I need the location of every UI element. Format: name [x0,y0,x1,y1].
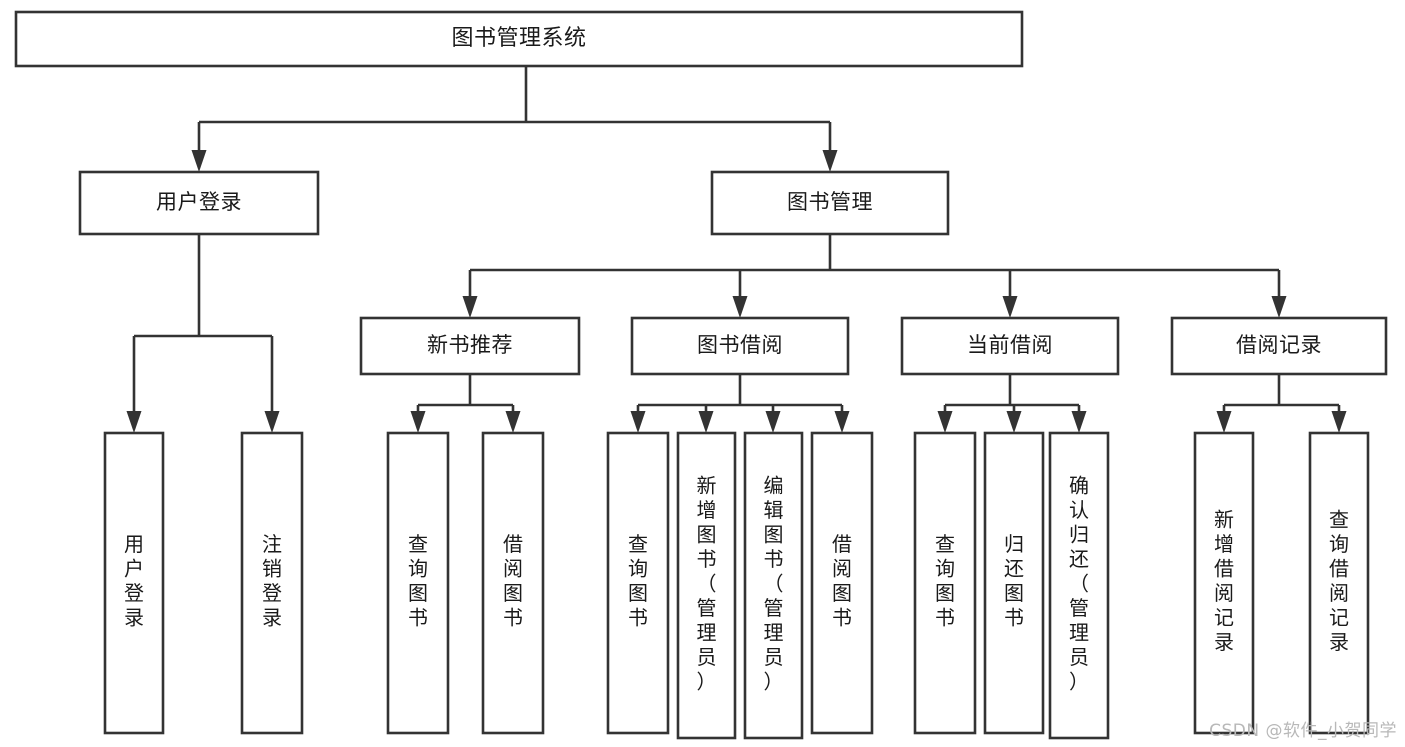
arrow-head-icon [630,411,646,433]
node-book-borrow[interactable]: 图书借阅 [630,316,850,376]
node-current-borrow[interactable]: 当前借阅 [900,316,1120,376]
arrow-head-icon [834,411,850,433]
node-box [710,170,950,236]
node-leaf-query-book-3[interactable]: 查询图书 [913,431,977,735]
node-box [240,431,304,735]
node-user-login[interactable]: 用户登录 [78,170,320,236]
node-leaf-query-borrow-record[interactable]: 查询借阅记录 [1308,431,1370,735]
node-layer: 图书管理系统用户登录图书管理新书推荐图书借阅当前借阅借阅记录用户登录注销登录查询… [14,10,1388,740]
node-box [913,431,977,735]
node-book-manage[interactable]: 图书管理 [710,170,950,236]
node-leaf-user-logout[interactable]: 注销登录 [240,431,304,735]
node-label: 查询图书 [408,532,428,630]
node-label: 借阅记录 [1236,333,1322,357]
arrow-head-icon [937,411,953,433]
arrow-head-icon [126,411,142,433]
node-box [810,431,874,735]
node-label: 编辑图书（管理员） [764,473,784,693]
node-box [386,431,450,735]
node-new-book-recommend[interactable]: 新书推荐 [359,316,581,376]
arrow-head-icon [1002,296,1018,318]
arrow-head-icon [822,150,838,172]
node-leaf-add-book-admin[interactable]: 新增图书（管理员） [676,431,737,740]
node-box [1170,316,1388,376]
arrow-head-icon [410,411,426,433]
arrow-head-icon [732,296,748,318]
node-label: 当前借阅 [967,333,1053,357]
node-label: 图书管理 [787,190,873,214]
node-label: 借阅图书 [503,532,523,630]
node-box [14,10,1024,68]
node-label: 注销登录 [262,532,282,630]
csdn-watermark: CSDN @软件_小贺同学 [1209,721,1397,741]
node-borrow-record[interactable]: 借阅记录 [1170,316,1388,376]
node-box [676,431,737,740]
arrow-head-icon [505,411,521,433]
node-box [900,316,1120,376]
node-leaf-borrow-book-1[interactable]: 借阅图书 [481,431,545,735]
node-box [743,431,804,740]
node-leaf-return-book[interactable]: 归还图书 [983,431,1045,735]
arrow-head-icon [765,411,781,433]
node-box [103,431,165,735]
node-leaf-add-borrow-record[interactable]: 新增借阅记录 [1193,431,1255,735]
node-label: 查询图书 [935,532,955,630]
node-label: 图书借阅 [697,333,783,357]
node-label: 确认归还（管理员） [1069,473,1089,693]
node-label: 图书管理系统 [451,26,586,51]
node-root[interactable]: 图书管理系统 [14,10,1024,68]
node-box [983,431,1045,735]
arrow-head-icon [1331,411,1347,433]
node-box [78,170,320,236]
node-label: 借阅图书 [832,532,852,630]
arrow-head-icon [698,411,714,433]
node-box [1048,431,1110,740]
arrow-head-icon [191,150,207,172]
arrow-head-icon [1006,411,1022,433]
node-label: 新增借阅记录 [1214,508,1234,655]
node-box [1193,431,1255,735]
node-label: 新增图书（管理员） [697,473,717,693]
node-box [606,431,670,735]
connector-layer [126,66,1347,433]
node-leaf-confirm-return-admin[interactable]: 确认归还（管理员） [1048,431,1110,740]
node-box [630,316,850,376]
node-leaf-query-book-2[interactable]: 查询图书 [606,431,670,735]
node-leaf-user-login[interactable]: 用户登录 [103,431,165,735]
arrow-head-icon [462,296,478,318]
arrow-head-icon [1271,296,1287,318]
arrow-head-icon [264,411,280,433]
node-box [481,431,545,735]
node-label: 归还图书 [1004,532,1024,630]
node-leaf-query-book-1[interactable]: 查询图书 [386,431,450,735]
node-label: 新书推荐 [427,333,513,357]
node-label: 用户登录 [156,190,242,214]
node-label: 查询图书 [628,532,648,630]
node-leaf-borrow-book-2[interactable]: 借阅图书 [810,431,874,735]
node-label: 查询借阅记录 [1329,508,1349,655]
node-label: 用户登录 [124,532,144,630]
node-leaf-edit-book-admin[interactable]: 编辑图书（管理员） [743,431,804,740]
arrow-head-icon [1071,411,1087,433]
node-box [1308,431,1370,735]
node-box [359,316,581,376]
arrow-head-icon [1216,411,1232,433]
